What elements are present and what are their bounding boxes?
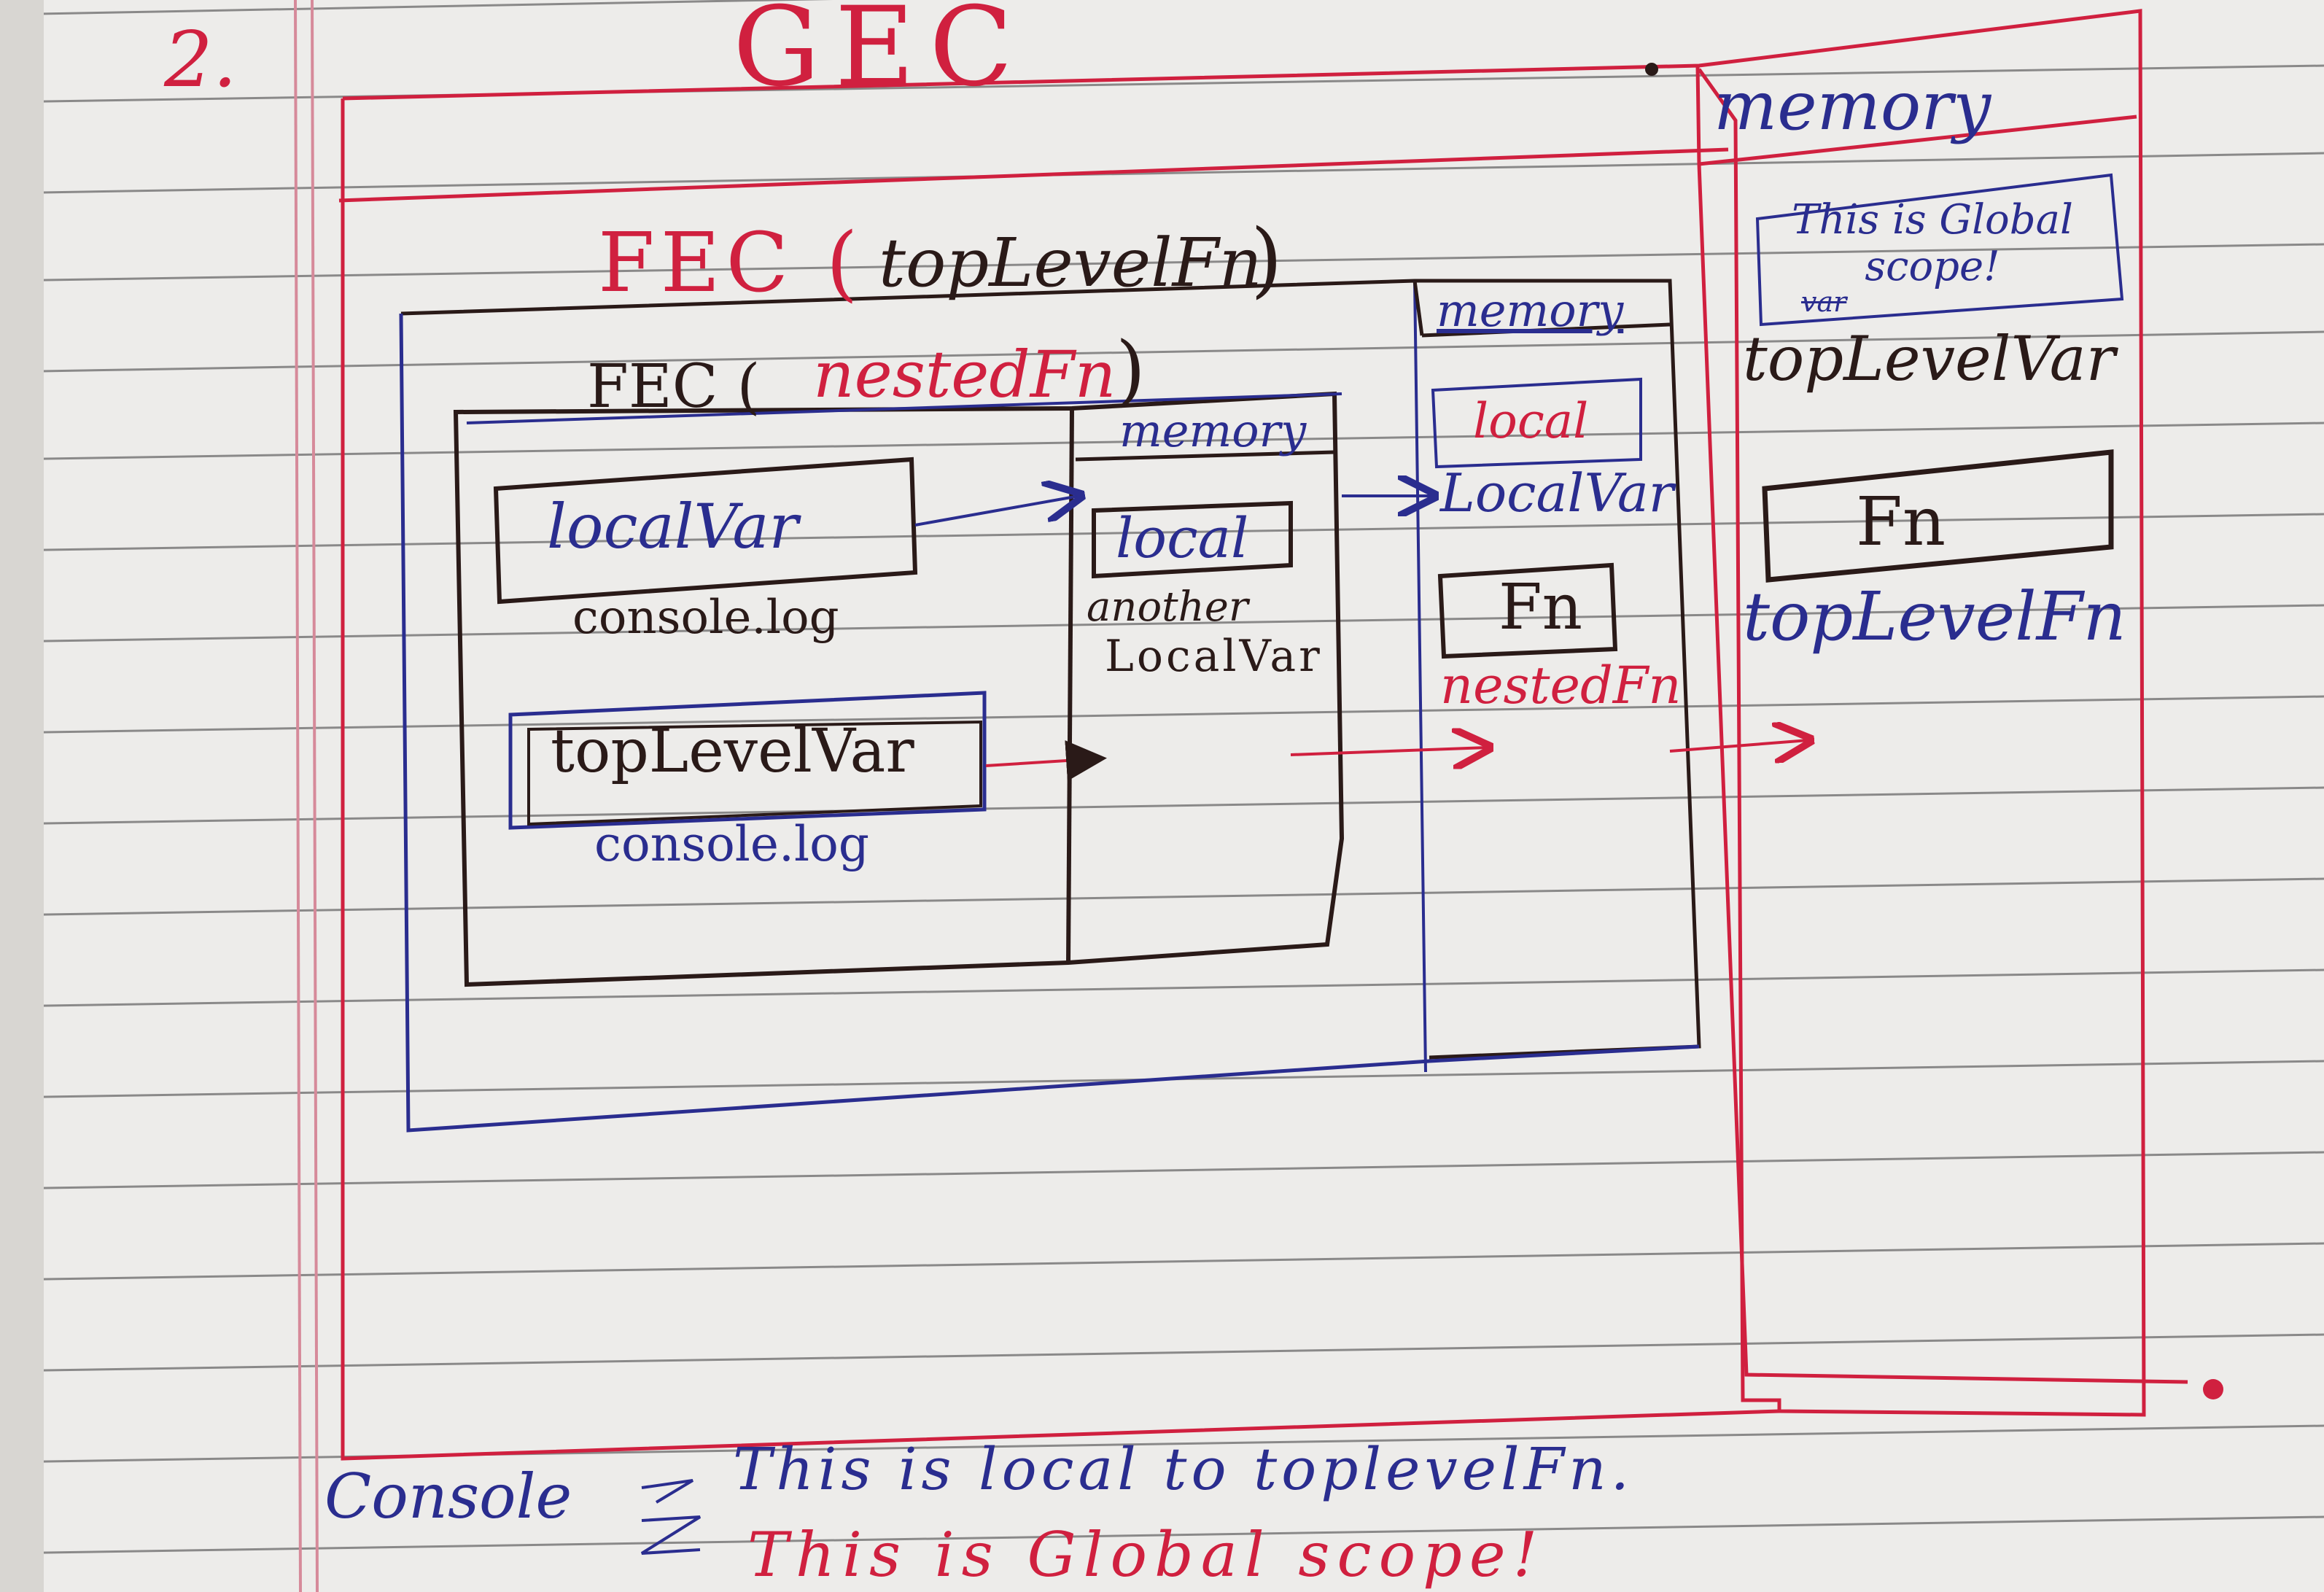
fec-nested-memory-label: memory	[1119, 404, 1307, 457]
fec-top-fn-value: Fn	[1499, 571, 1583, 644]
fec-top-box	[399, 279, 1701, 1133]
gec-title: GEC	[733, 0, 1028, 111]
stmt1-console-log: console.log	[572, 591, 839, 645]
fec-local-box	[1431, 377, 1642, 469]
console-output-line2: This is Global scope!	[747, 1519, 1545, 1591]
stmt2-toplevelvar: topLevelVar	[551, 717, 914, 786]
gec-fn-value: Fn	[1856, 483, 1946, 561]
console-label: Console	[324, 1461, 572, 1532]
gec-memory-column	[1695, 65, 2188, 1384]
arrows	[640, 496, 1808, 1555]
console-output-line1: This is local to toplevelFn.	[733, 1435, 1634, 1503]
gec-global-value: This is Global scope!	[1792, 196, 2073, 291]
gec-global-box	[1755, 173, 2124, 327]
fec-top-memory-label: memory	[1437, 284, 1624, 337]
gec-fn-box	[1762, 449, 2114, 583]
fec-top-local: local	[1473, 393, 1589, 449]
fec-nested-title-suffix: )	[1116, 325, 1146, 414]
stmt-boxes	[493, 457, 987, 830]
nested-local-box	[1092, 500, 1293, 579]
gec-memory-label: memory	[1714, 67, 1991, 145]
fec-nested-local: local	[1116, 505, 1249, 570]
fec-nested-title-name: nestedFn	[813, 337, 1116, 412]
gec-global-value-strike: var	[1801, 286, 1847, 318]
fec-top-localvar: LocalVar	[1440, 462, 1674, 524]
gec-toplevelvar: topLevelVar	[1743, 323, 2115, 395]
fec-nested-localvar: LocalVar	[1105, 631, 1323, 682]
fec-top-title-prefix: FEC (	[598, 216, 864, 311]
stmt1-localvar: localVar	[547, 491, 798, 562]
fec-top-nestedfn: nestedFn	[1440, 656, 1682, 715]
fec-nested-another: another	[1087, 583, 1248, 631]
stmt2-console-log: console.log	[594, 816, 870, 872]
fec-nested-title-prefix: FEC (	[587, 352, 761, 422]
fec-fn-box	[1437, 562, 1618, 659]
page-number: 2.	[164, 15, 238, 104]
gec-toplevelfn: topLevelFn	[1743, 578, 2126, 656]
fec-top-title-suffix: )	[1251, 212, 1283, 307]
gec-box	[338, 9, 2146, 1461]
fec-top-title-name: topLevelFn	[879, 224, 1262, 302]
